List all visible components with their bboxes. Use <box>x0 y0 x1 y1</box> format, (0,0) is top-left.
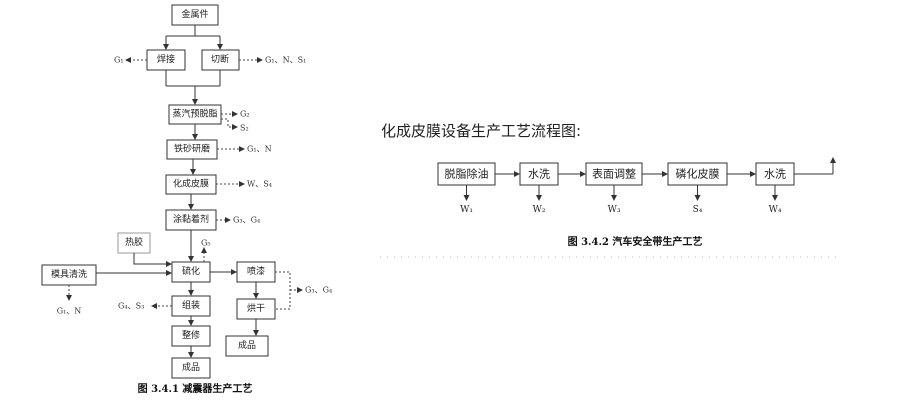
node-trim: 整修 <box>171 325 211 347</box>
caption-figure-3-4-1: 图 3.4.1 减震器生产工艺 <box>138 382 253 395</box>
node-chemical-film: 化成皮膜 <box>165 174 217 195</box>
node-hot-glue-label: 热胶 <box>125 236 143 248</box>
output-w3: W₃ <box>608 205 621 215</box>
emission-assemble: G₄、S₃ <box>118 302 144 311</box>
emission-weld: G₁ <box>114 56 124 65</box>
node-cut: 切断 <box>201 49 240 71</box>
node-sand-grinding: 铁砂研磨 <box>166 139 218 160</box>
step-degrease-label: 脱脂除油 <box>445 167 489 181</box>
node-hot-glue: 热胶 <box>117 232 151 254</box>
step-surface-adjust-label: 表面调整 <box>592 167 636 181</box>
emission-mold: G₁、N <box>57 307 82 316</box>
step-rinse-2: 水洗 <box>755 162 795 186</box>
diagram2-title: 化成皮膜设备生产工艺流程图: <box>381 122 581 140</box>
step-degrease: 脱脂除油 <box>437 162 496 186</box>
node-vulcanize-label: 硫化 <box>182 265 200 277</box>
chemical-film-flowchart: 化成皮膜设备生产工艺流程图: 脱脂除油 水洗 表面调整 磷化皮膜 水洗 <box>380 122 840 258</box>
output-w2: W₂ <box>533 205 546 215</box>
node-dry-label: 烘干 <box>247 302 265 314</box>
node-vulcanize: 硫化 <box>171 261 211 283</box>
node-metal-parts: 金属件 <box>171 4 219 26</box>
emission-adhesive: G₃、G₄ <box>233 216 260 225</box>
node-sand-grinding-label: 铁砂研磨 <box>174 143 210 155</box>
node-dry: 烘干 <box>236 298 276 320</box>
node-cut-label: 切断 <box>211 53 229 65</box>
step-rinse-1-label: 水洗 <box>528 168 550 181</box>
step-rinse-2-label: 水洗 <box>764 168 786 181</box>
node-metal-parts-label: 金属件 <box>181 8 208 20</box>
node-trim-label: 整修 <box>182 329 200 341</box>
emission-degrease-solid: S₂ <box>240 124 249 133</box>
node-weld-label: 焊接 <box>157 53 175 65</box>
emission-sand: G₁、N <box>247 145 272 154</box>
node-steam-degrease-label: 蒸汽预脱脂 <box>172 108 217 120</box>
step-phosphate-film-label: 磷化皮膜 <box>676 167 720 181</box>
caption-figure-3-4-2: 图 3.4.2 汽车安全带生产工艺 <box>568 235 703 248</box>
node-spray-paint-label: 喷漆 <box>247 265 265 277</box>
emission-spray-dry: G₃、G₄ <box>305 286 332 295</box>
output-w4: W₄ <box>769 205 782 215</box>
node-mold-cleaning: 模具清洗 <box>41 264 97 286</box>
node-adhesive: 涂黏着剂 <box>165 209 217 231</box>
node-spray-paint: 喷漆 <box>236 261 276 283</box>
node-adhesive-label: 涂黏着剂 <box>173 213 209 225</box>
step-surface-adjust: 表面调整 <box>585 162 643 186</box>
node-assemble: 组装 <box>171 295 211 317</box>
step-phosphate-film: 磷化皮膜 <box>667 162 728 186</box>
node-mold-cleaning-label: 模具清洗 <box>51 268 87 280</box>
output-s4: S₄ <box>693 205 703 215</box>
shock-absorber-flowchart: 金属件 焊接 G₁ 切断 G₁、N、S₁ 蒸汽预脱脂 G₂ S <box>41 4 332 395</box>
node-product-b: 成品 <box>225 335 269 357</box>
output-w1: W₁ <box>460 205 473 215</box>
emission-degrease-gas: G₂ <box>240 110 250 119</box>
node-assemble-label: 组装 <box>182 299 200 311</box>
emission-chem: W、S₄ <box>247 180 272 189</box>
node-product-b-label: 成品 <box>238 339 256 351</box>
node-product-a: 成品 <box>171 357 211 379</box>
step-rinse-1: 水洗 <box>519 162 559 186</box>
emission-vulcanize: G₅ <box>201 239 211 248</box>
node-steam-degrease: 蒸汽预脱脂 <box>168 104 222 125</box>
node-chemical-film-label: 化成皮膜 <box>173 178 209 190</box>
emission-cut: G₁、N、S₁ <box>265 56 306 65</box>
node-weld: 焊接 <box>146 49 186 71</box>
node-product-a-label: 成品 <box>182 361 200 373</box>
